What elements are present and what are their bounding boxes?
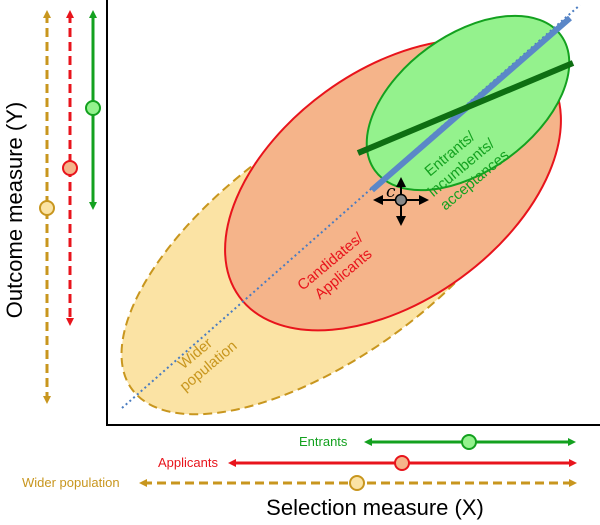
y-range-wider — [39, 10, 55, 404]
y-range-entrants — [85, 10, 101, 210]
diagonal-reference-line — [121, 4, 581, 409]
x-axis-title: Selection measure (X) — [266, 495, 484, 520]
x-range-applicants-label: Applicants — [158, 455, 218, 470]
x-range-wider — [139, 475, 577, 491]
x-range-entrants-label: Entrants — [299, 434, 348, 449]
y-range-applicants — [62, 10, 78, 326]
x-range-applicants — [228, 455, 577, 471]
entrant-regression-line — [356, 60, 575, 156]
cutoff-point-marker: c — [373, 177, 429, 226]
y-axis-title: Outcome measure (Y) — [2, 102, 27, 318]
cutoff-symbol: c — [386, 182, 396, 202]
x-range-entrants — [364, 434, 576, 450]
x-range-wider-label: Wider population — [22, 475, 120, 490]
